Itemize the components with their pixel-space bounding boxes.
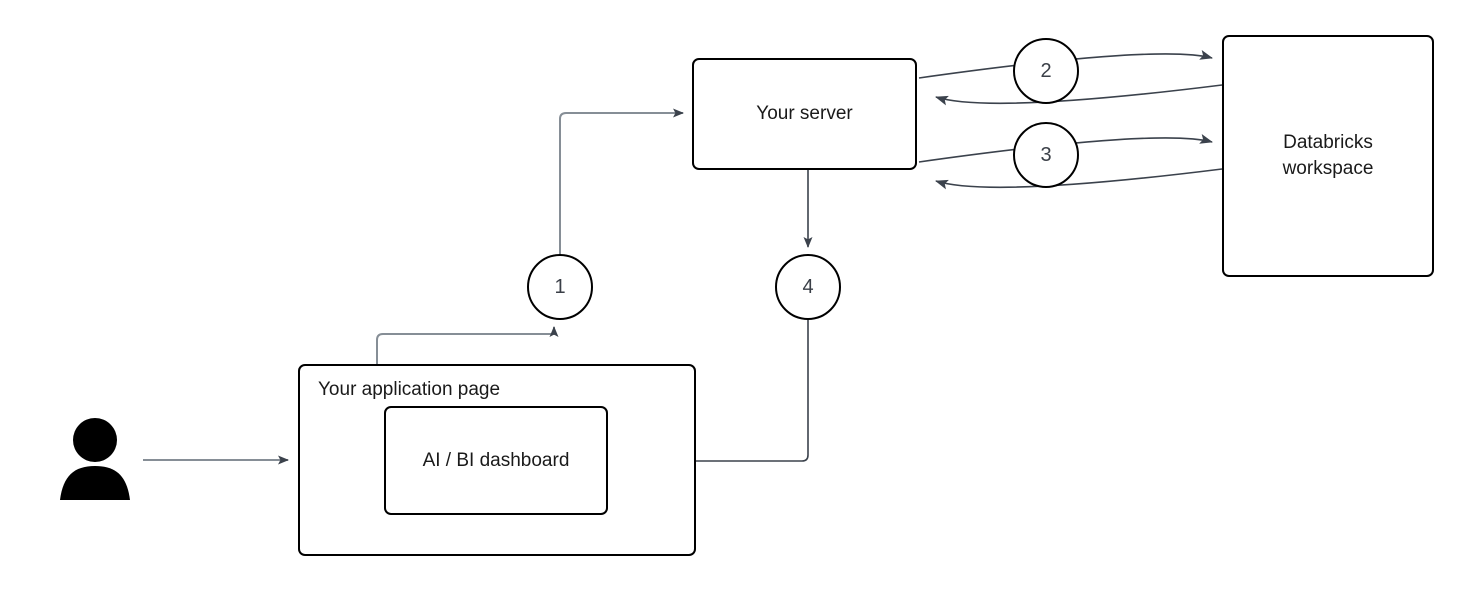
node-your-server[interactable]: Your server — [692, 58, 917, 170]
connector-badge-1-to-server — [559, 108, 684, 254]
connector-app-page-to-badge-1 — [376, 326, 559, 364]
step-badge-2-label: 2 — [1040, 59, 1052, 82]
node-ai-bi-dashboard[interactable]: AI / BI dashboard — [384, 406, 608, 515]
node-your-server-label: Your server — [756, 103, 853, 125]
connector-server-to-workspace-top — [918, 50, 1223, 106]
node-your-application-page-label: Your application page — [318, 379, 501, 400]
step-badge-3-label: 3 — [1040, 143, 1052, 166]
step-badge-1-label: 1 — [554, 275, 566, 298]
node-ai-bi-dashboard-label: AI / BI dashboard — [422, 449, 570, 471]
node-your-application-page[interactable]: Your application page — [298, 364, 696, 556]
connector-badge-4-to-dashboard — [617, 320, 809, 466]
step-badge-4-label: 4 — [802, 275, 814, 298]
step-badge-1[interactable]: 1 — [527, 254, 593, 320]
step-badge-4[interactable]: 4 — [775, 254, 841, 320]
workspace-label-line-2: workspace — [1282, 158, 1374, 179]
step-badge-2[interactable]: 2 — [1013, 38, 1079, 104]
workspace-label-line-1: Databricks — [1283, 132, 1373, 154]
step-badge-3[interactable]: 3 — [1013, 122, 1079, 188]
user-actor-icon — [60, 418, 130, 500]
node-databricks-workspace[interactable]: Databricks workspace — [1222, 35, 1434, 277]
node-databricks-workspace-label: Databricks workspace — [1283, 130, 1374, 181]
connector-server-to-workspace-bottom — [918, 134, 1223, 190]
